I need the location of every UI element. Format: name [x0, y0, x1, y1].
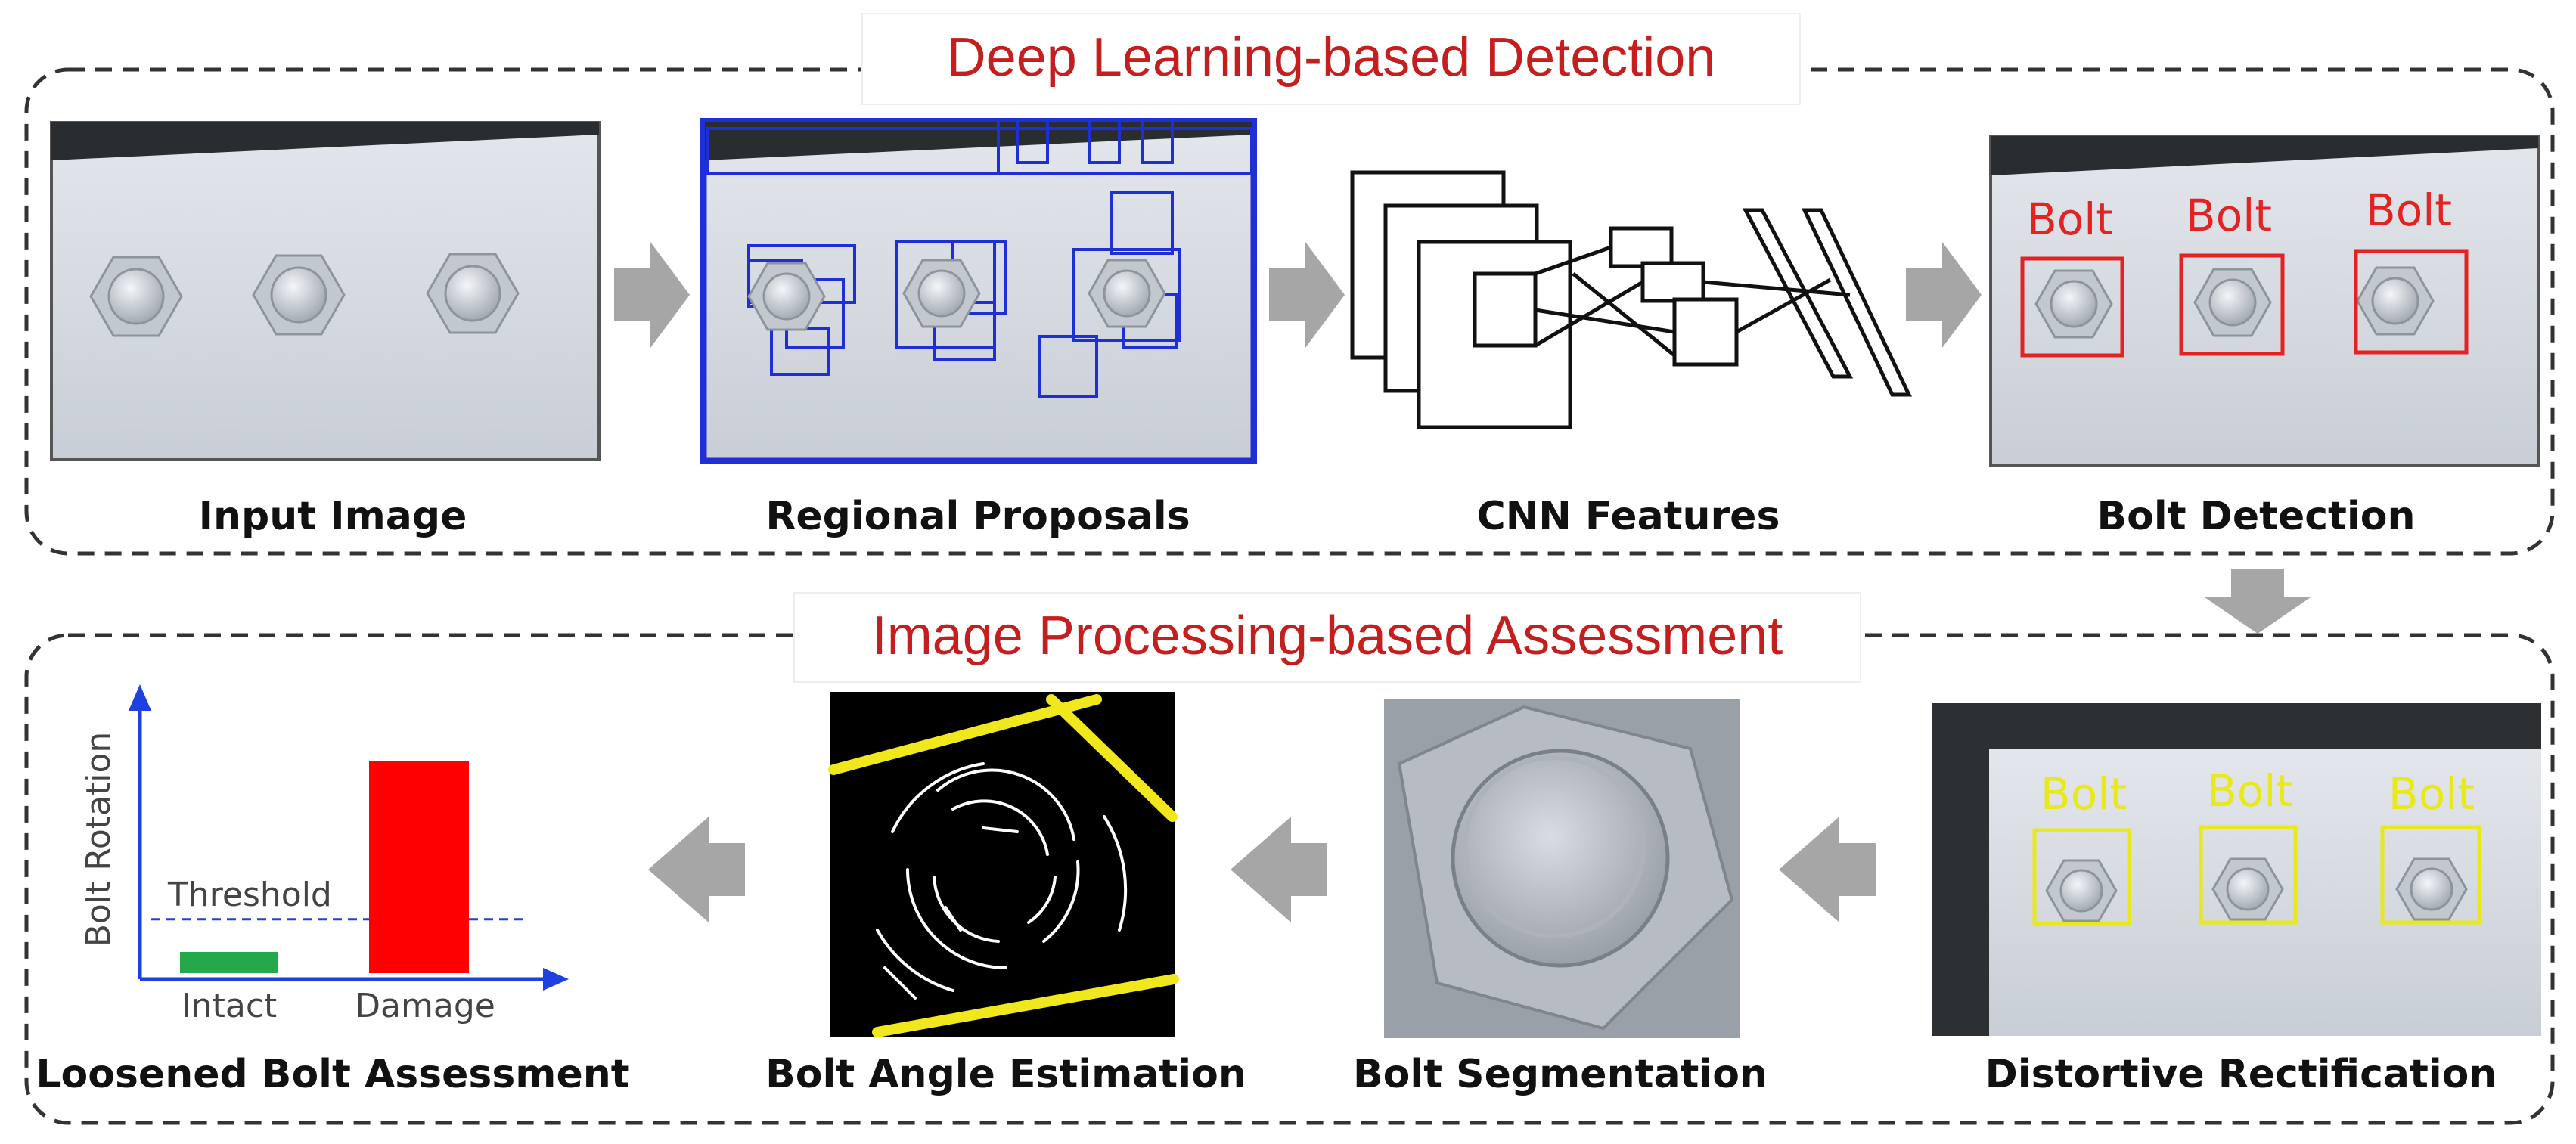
bolt-shape	[1088, 259, 1166, 328]
threshold-label: Threshold	[167, 876, 332, 914]
caption-bolt-segmentation: Bolt Segmentation	[1353, 1052, 1768, 1097]
detection-title-bg	[861, 13, 1801, 105]
arrow-left	[1779, 817, 1876, 922]
arrow-right	[1269, 242, 1345, 348]
bolt-shape	[2356, 266, 2435, 336]
bolt-label-yellow: Bolt	[2207, 765, 2293, 817]
input-image	[50, 121, 601, 461]
detection-box-red	[2020, 256, 2124, 358]
arrow-right	[614, 242, 690, 348]
arrow-left	[1231, 817, 1327, 922]
bolt-shape	[2193, 268, 2272, 337]
arrow-down	[2205, 569, 2311, 634]
detection-section-border	[24, 67, 2555, 556]
bolt-label-yellow: Bolt	[2041, 768, 2127, 820]
distortive-rectification-image: Bolt Bolt Bolt	[1932, 703, 2541, 1036]
caption-distortive-rectification: Distortive Rectification	[1985, 1052, 2497, 1097]
detection-box-yellow	[2032, 828, 2131, 926]
bar-intact	[180, 952, 278, 973]
caption-input-image: Input Image	[199, 494, 467, 539]
caption-regional-proposals: Regional Proposals	[765, 494, 1190, 539]
assessment-bar-chart: Bolt Rotation Threshold Intact Damage	[79, 684, 569, 1025]
detection-section-title: Deep Learning-based Detection	[947, 27, 1716, 88]
bolt-shape	[426, 253, 520, 334]
y-axis-arrowhead	[129, 684, 151, 711]
cnn-features-diagram	[1350, 170, 1912, 429]
bar-damage	[369, 761, 469, 973]
assessment-title-bg	[793, 592, 1861, 683]
y-axis-label: Bolt Rotation	[79, 732, 118, 947]
detection-box-yellow	[2199, 825, 2298, 925]
detection-box-red	[2354, 249, 2469, 355]
arrow-right	[1906, 242, 1982, 348]
bolt-shape	[747, 262, 826, 331]
bolt-angle-estimation-image	[828, 692, 1179, 1037]
caption-loosened-bolt-assessment: Loosened Bolt Assessment	[36, 1052, 629, 1097]
caption-cnn-features: CNN Features	[1477, 494, 1780, 539]
arrow-left	[648, 817, 745, 922]
detection-box-yellow	[2380, 825, 2481, 925]
x-axis-arrowhead	[543, 968, 569, 991]
bolt-shape	[902, 259, 981, 328]
caption-bolt-detection: Bolt Detection	[2097, 494, 2416, 539]
bolt-shape	[2045, 859, 2118, 922]
bolt-shape	[89, 256, 183, 337]
bolt-detection-image: Bolt Bolt Bolt	[1989, 135, 2540, 467]
bolt-shape	[2395, 857, 2468, 921]
regional-proposals-image	[700, 118, 1257, 464]
bolt-shape	[2211, 857, 2284, 921]
bolt-label-red: Bolt	[2027, 194, 2113, 245]
detection-box-red	[2179, 253, 2285, 356]
caption-bolt-angle-estimation: Bolt Angle Estimation	[765, 1052, 1246, 1097]
bar-label-damage: Damage	[355, 987, 495, 1025]
bolt-shape	[2034, 269, 2113, 339]
bolt-shape	[252, 254, 346, 336]
bar-label-intact: Intact	[182, 987, 278, 1025]
bolt-segmentation-image	[1384, 699, 1740, 1038]
assessment-section-border	[24, 633, 2555, 1125]
bolt-label-red: Bolt	[2366, 184, 2452, 236]
bolt-label-yellow: Bolt	[2388, 768, 2475, 820]
bolt-label-red: Bolt	[2186, 190, 2272, 241]
assessment-section-title: Image Processing-based Assessment	[872, 606, 1783, 666]
